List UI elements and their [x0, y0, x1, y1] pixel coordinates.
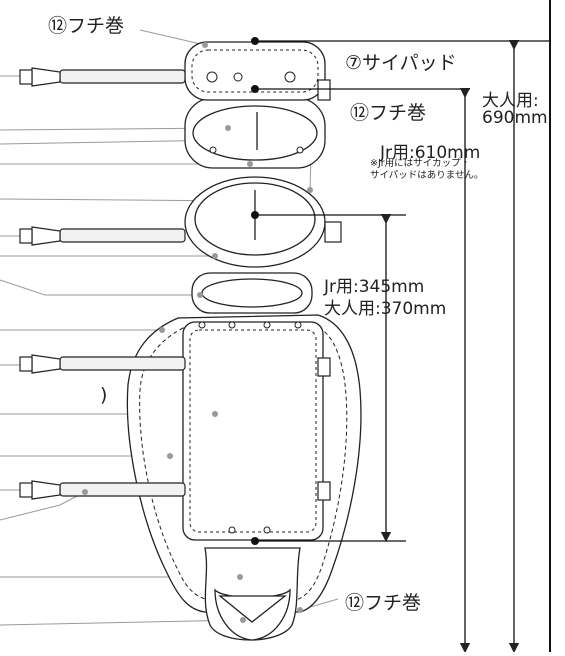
- dimension-lines: [255, 39, 549, 654]
- label-jr-note-2: サイパッドはありません。: [370, 170, 484, 181]
- label-adult-total-1: 大人用:: [482, 91, 539, 111]
- rivets: [198, 71, 304, 534]
- leader-dots: [82, 42, 313, 623]
- label-jr-note-1: ※Jr用にはサイカップ・: [370, 158, 471, 169]
- buckles: [19, 67, 342, 501]
- straps: [59, 69, 186, 497]
- label-fuchimaki-top: ⑫フチ巻: [48, 15, 125, 37]
- label-fuchimaki-mid: ⑫フチ巻: [350, 102, 427, 124]
- dimension-dots: [251, 37, 259, 545]
- label-adult-total-2: 690mm: [482, 108, 548, 128]
- right-border-line: [549, 0, 551, 652]
- label-jr-total: Jr用:610mm: [380, 143, 481, 163]
- label-thigh-pad: ⑦サイパッド: [345, 52, 457, 74]
- label-paren: ): [100, 384, 108, 406]
- label-jr-shin: Jr用:345mm: [324, 277, 425, 297]
- shin-guard-body: [126, 41, 362, 641]
- label-adult-shin: 大人用:370mm: [324, 299, 447, 319]
- label-fuchimaki-bottom: ⑫フチ巻: [345, 592, 422, 614]
